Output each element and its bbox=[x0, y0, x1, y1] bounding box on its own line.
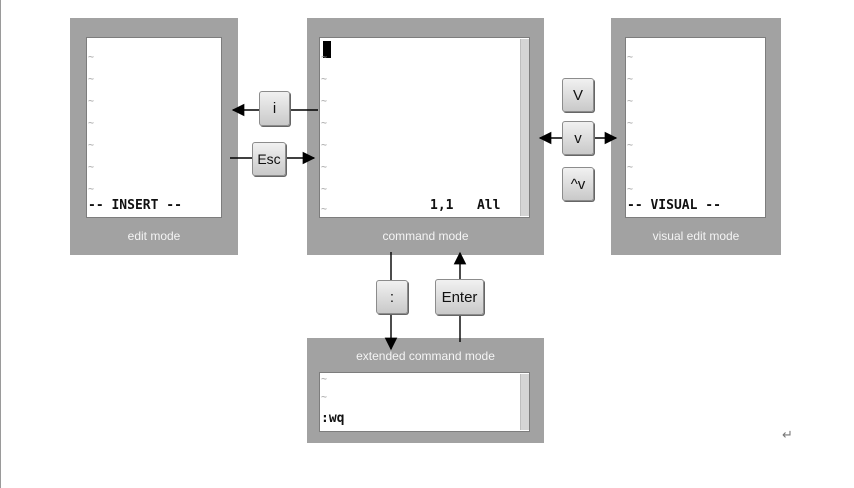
edit-mode-caption: edit mode bbox=[127, 229, 181, 243]
tilde-line: ~ bbox=[627, 96, 634, 107]
insert-key-i[interactable]: i bbox=[259, 91, 290, 126]
visual-key-v[interactable]: v bbox=[562, 121, 594, 155]
command-mode-panel: ~ ~ ~ ~ ~ ~ ~ ~ 1,1 All command mode bbox=[307, 18, 544, 255]
scrollbar[interactable] bbox=[520, 39, 529, 216]
extended-command-mode-caption: extended command mode bbox=[356, 349, 495, 363]
scrollbar[interactable] bbox=[520, 374, 529, 430]
command-mode-caption: command mode bbox=[382, 229, 469, 243]
tilde-line: ~ bbox=[321, 184, 328, 195]
visual-block-key-ctrl-v[interactable]: ^v bbox=[562, 167, 594, 201]
colon-key[interactable]: : bbox=[376, 280, 408, 314]
text-cursor bbox=[323, 41, 331, 58]
visual-edit-mode-caption: visual edit mode bbox=[652, 229, 740, 243]
tilde-line: ~ bbox=[88, 184, 95, 195]
tilde-line: ~ bbox=[321, 140, 328, 151]
tilde-line: ~ bbox=[321, 204, 328, 215]
tilde-line: ~ bbox=[321, 374, 328, 385]
tilde-line: ~ bbox=[627, 74, 634, 85]
command-line-input[interactable]: :wq bbox=[321, 411, 345, 426]
edit-mode-screen: ~ ~ ~ ~ ~ ~ ~ -- INSERT -- bbox=[86, 37, 222, 218]
visual-edit-mode-panel: ~ ~ ~ ~ ~ ~ ~ -- VISUAL -- visual edit m… bbox=[611, 18, 781, 255]
tilde-line: ~ bbox=[88, 52, 95, 63]
extended-command-screen: ~ ~ :wq bbox=[319, 372, 530, 432]
tilde-line: ~ bbox=[627, 118, 634, 129]
escape-key[interactable]: Esc bbox=[252, 142, 286, 176]
tilde-line: ~ bbox=[88, 140, 95, 151]
edit-mode-panel: ~ ~ ~ ~ ~ ~ ~ -- INSERT -- edit mode bbox=[70, 18, 238, 255]
tilde-line: ~ bbox=[88, 74, 95, 85]
tilde-line: ~ bbox=[627, 184, 634, 195]
insert-status-line: -- INSERT -- bbox=[88, 198, 182, 213]
extended-command-mode-panel: extended command mode ~ ~ :wq bbox=[307, 338, 544, 443]
tilde-line: ~ bbox=[627, 52, 634, 63]
page-left-edge bbox=[0, 0, 1, 488]
tilde-line: ~ bbox=[321, 96, 328, 107]
tilde-line: ~ bbox=[321, 392, 328, 403]
tilde-line: ~ bbox=[321, 52, 328, 63]
tilde-line: ~ bbox=[88, 96, 95, 107]
tilde-line: ~ bbox=[88, 118, 95, 129]
paragraph-return-mark: ↵ bbox=[782, 428, 793, 443]
tilde-line: ~ bbox=[88, 162, 95, 173]
tilde-line: ~ bbox=[321, 162, 328, 173]
tilde-line: ~ bbox=[321, 118, 328, 129]
tilde-line: ~ bbox=[627, 140, 634, 151]
tilde-line: ~ bbox=[321, 74, 328, 85]
command-mode-screen: ~ ~ ~ ~ ~ ~ ~ ~ 1,1 All bbox=[319, 37, 530, 218]
visual-line-key-V[interactable]: V bbox=[562, 78, 594, 112]
visual-status-line: -- VISUAL -- bbox=[627, 198, 721, 213]
cursor-position-status: 1,1 All bbox=[430, 198, 501, 213]
visual-mode-screen: ~ ~ ~ ~ ~ ~ ~ -- VISUAL -- bbox=[625, 37, 766, 218]
tilde-line: ~ bbox=[627, 162, 634, 173]
enter-key[interactable]: Enter bbox=[435, 279, 484, 315]
